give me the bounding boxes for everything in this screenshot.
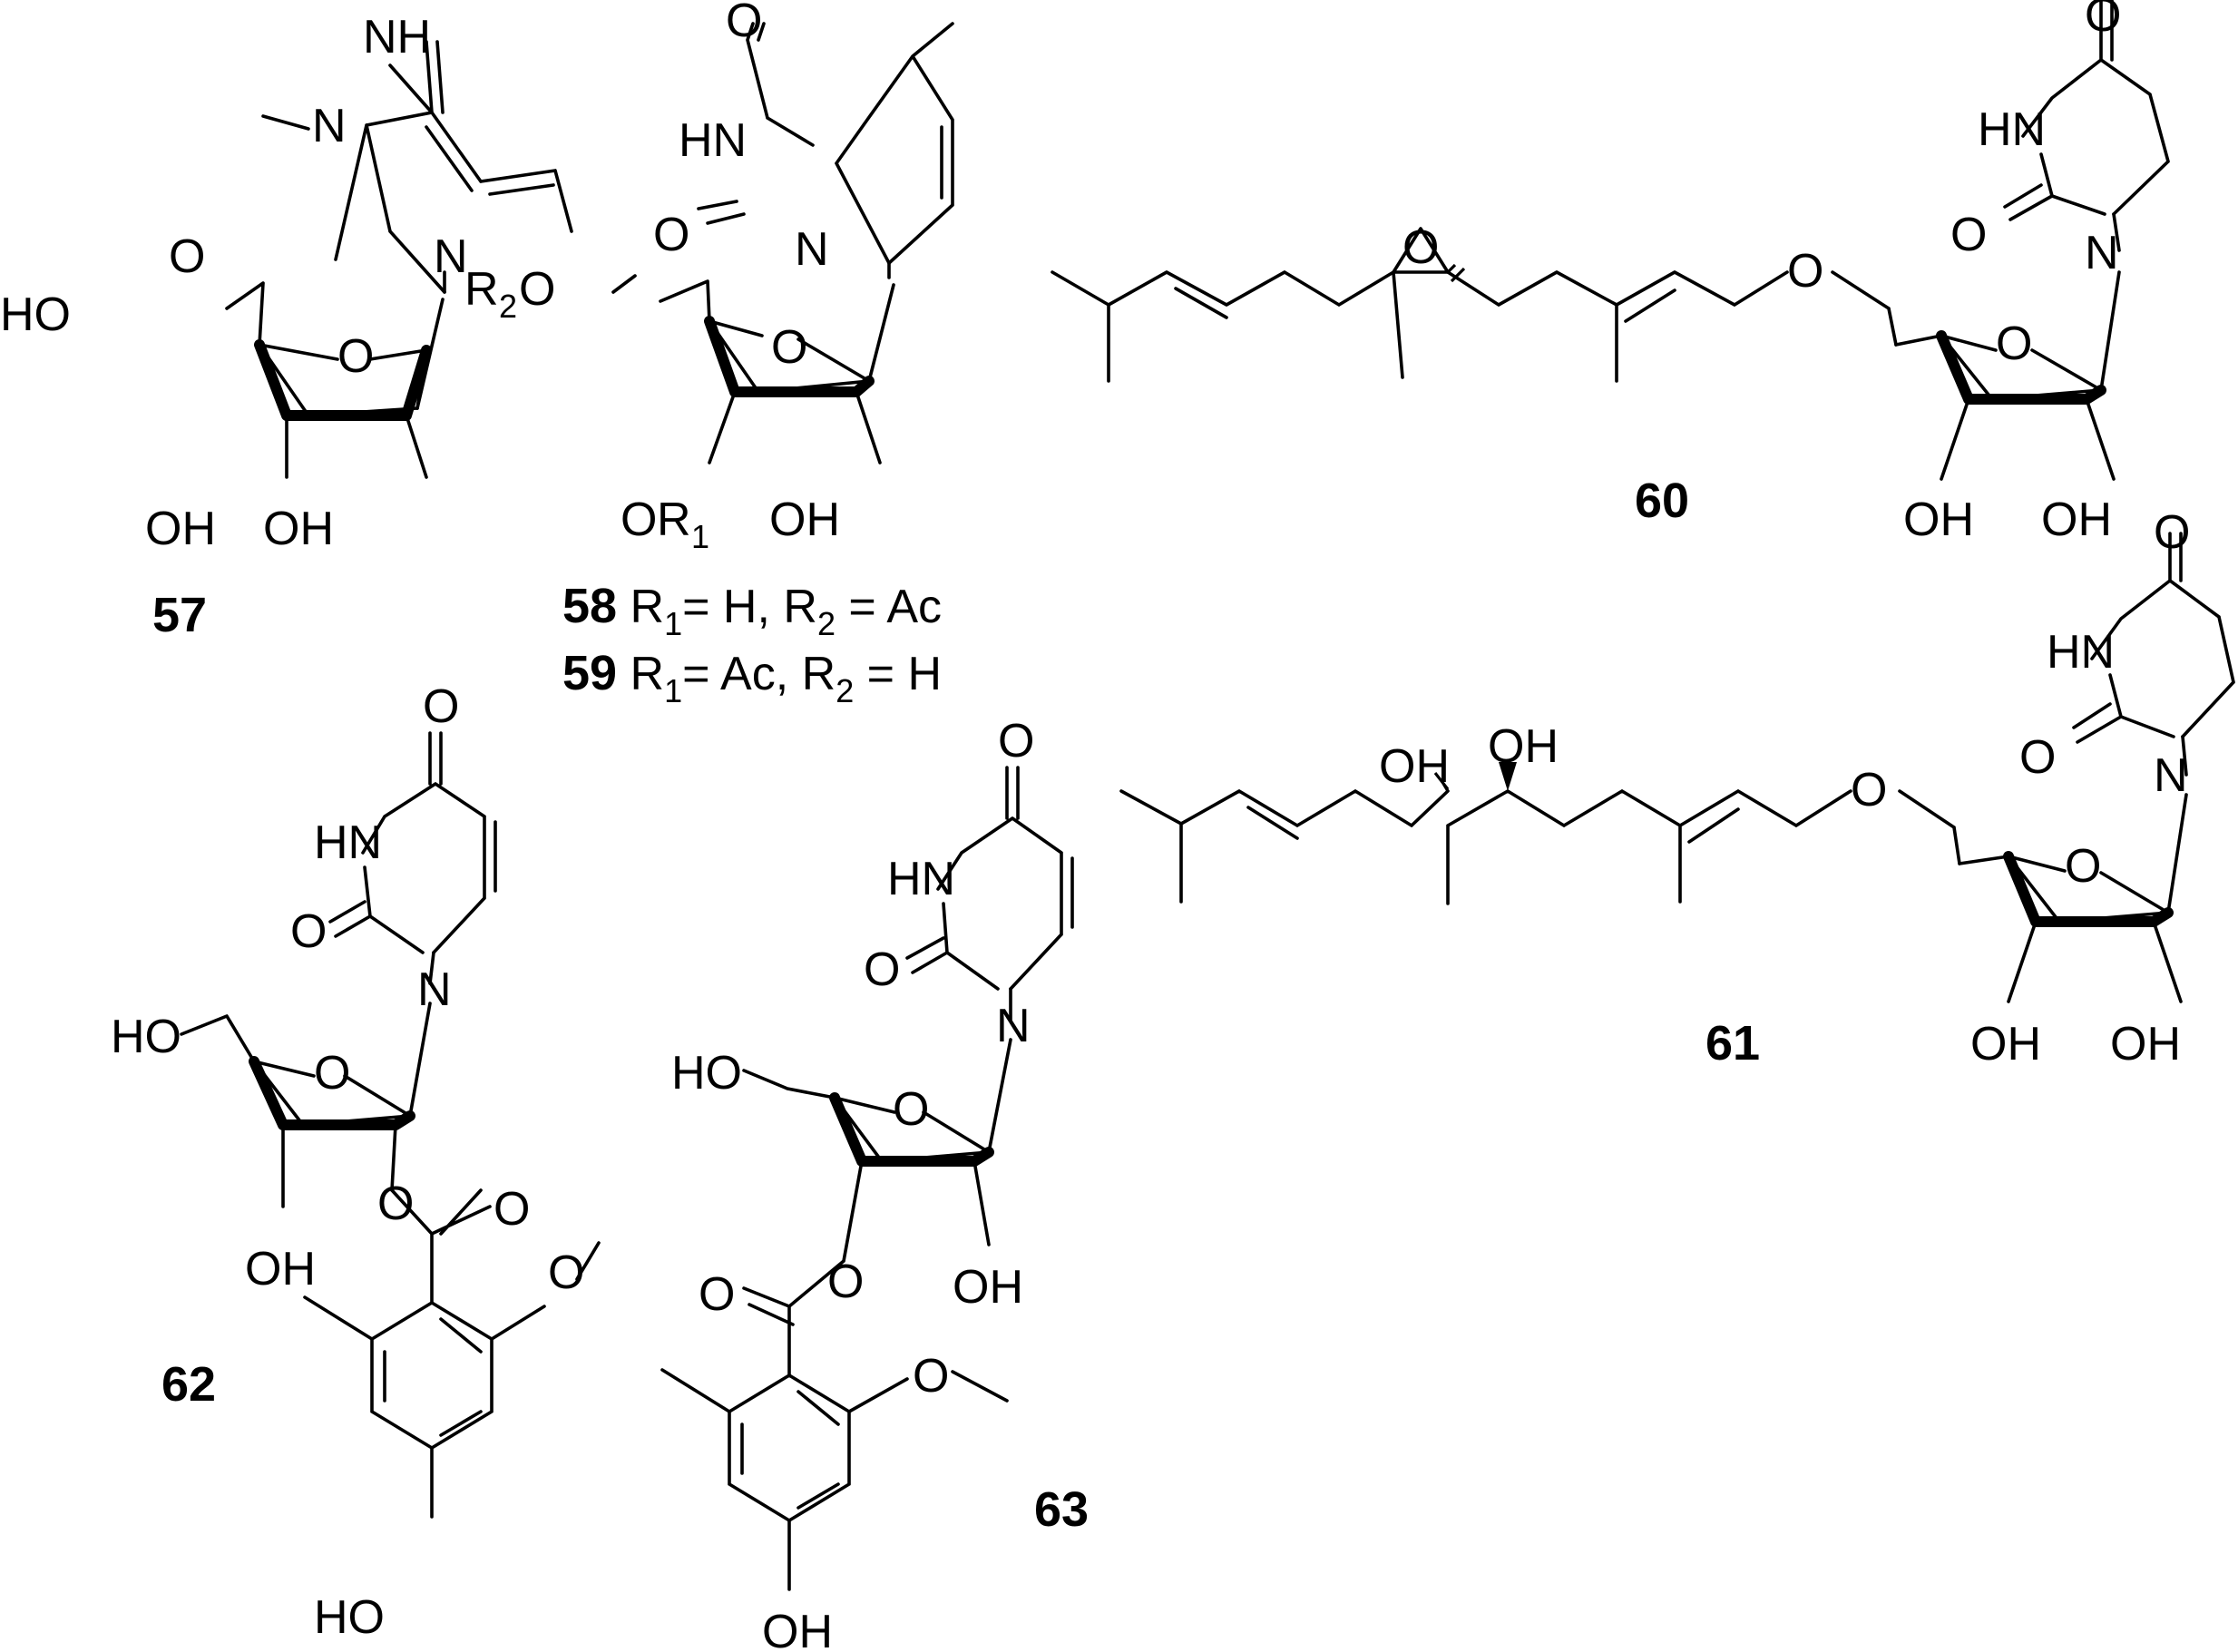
atom-r2-sub: 2 [499,288,517,325]
compound-label-63: 63 [1034,1482,1089,1537]
atom-ho-5prime-62: HO [111,1011,181,1063]
atom-hn-61: HN [2047,626,2115,679]
compound-58-59-structure [611,22,954,464]
atom-or1-r: R [657,494,691,546]
compound-60-structure [1051,0,2170,481]
atom-methoxy-o-63: O [913,1350,949,1403]
atom-o4-62: O [423,680,459,733]
atom-ether-o-60: O [1787,245,1823,298]
atom-imine-nh: NH [363,11,431,64]
atom-o4-61: O [2154,506,2190,559]
atom-ring-o-60: O [1996,318,2032,370]
atom-ho-5prime: HO [0,288,71,341]
atom-ring-o-62: O [314,1047,350,1100]
atom-ring-o-63: O [893,1083,929,1136]
compound-57-structure [225,40,573,479]
atom-o2-60: O [1950,209,1987,261]
atom-n1-60: N [2085,227,2119,279]
atom-oh-3prime: OH [145,503,216,555]
atom-ring-o-58: O [771,321,807,374]
atom-oh-3prime-60: OH [1903,494,1974,546]
atom-ether-o-61: O [1851,764,1887,816]
atom-or1-sub: 1 [691,518,709,555]
compound-61-structure [1119,532,2235,1003]
atom-ester-o-63: O [827,1256,864,1308]
atom-r2-o-58: O [519,263,555,316]
compound-label-57: 57 [152,588,207,642]
atom-n1-62: N [417,963,452,1016]
atom-phenol-oh-63: OH [762,1606,833,1652]
atom-carbonyl-o: O [169,230,205,283]
atom-oh-2prime-60: OH [2041,494,2112,546]
atom-or1-o: O [621,494,657,546]
svg-text:59 R1= Ac, R2 = H: 59 R1= Ac, R2 = H [562,646,942,709]
atom-ho-5prime-63: HO [671,1047,742,1100]
atom-o4-58: O [726,0,762,47]
compound-label-61: 61 [1705,1016,1760,1070]
atom-o4-63: O [998,715,1034,767]
atom-oh-2prime-63: OH [953,1261,1023,1314]
atom-hn-58: HN [679,114,747,167]
atom-n1-63: N [996,1000,1031,1052]
compound-label-60: 60 [1635,474,1689,528]
atom-hn-60: HN [1978,103,2046,156]
atom-n1: N [434,230,468,283]
atom-hn-62: HN [314,816,382,869]
atom-oh-2prime-58: OH [769,494,840,546]
atom-ring-o: O [337,330,374,383]
atom-o2-63: O [864,943,900,996]
atom-oh-2prime-61: OH [2110,1018,2181,1070]
atom-ester-o-62: O [377,1178,414,1230]
atom-carbonyl-o-62: O [494,1183,530,1236]
compound-label-62: 62 [161,1357,216,1412]
atom-hn-63: HN [887,853,955,905]
atom-oh-a-61: OH [1379,740,1450,793]
atom-r2-58: R [464,263,499,316]
atom-phenol-ho-62: HO [314,1591,385,1644]
compound-62-structure [180,731,601,1519]
atom-o2-58: O [653,209,689,261]
atom-n1-58: N [795,223,829,276]
atom-ring-o-61: O [2065,840,2101,893]
legend-58: 58 R1= H, R2 = Ac [562,579,942,642]
atom-oh-3prime-61: OH [1970,1018,2041,1070]
svg-text:58 R1= H, R2 = Ac: 58 R1= H, R2 = Ac [562,579,942,642]
atom-n3: N [312,100,347,152]
atom-o4-60: O [2085,0,2121,42]
atom-oh-2prime: OH [263,503,334,555]
atom-carbonyl-o-63: O [699,1268,735,1321]
atom-o2-61: O [2019,731,2056,784]
atom-methoxy-o-62: O [548,1246,584,1299]
atom-epoxide-o-60: O [1402,221,1439,274]
compound-63-structure [660,766,1074,1591]
atom-o2-62: O [290,905,327,958]
legend-59: 59 R1= Ac, R2 = H [562,646,942,709]
atom-oh-b-61: OH [1488,720,1559,773]
atom-n1-61: N [2154,749,2188,802]
atom-oh-3prime-62: OH [245,1243,316,1295]
